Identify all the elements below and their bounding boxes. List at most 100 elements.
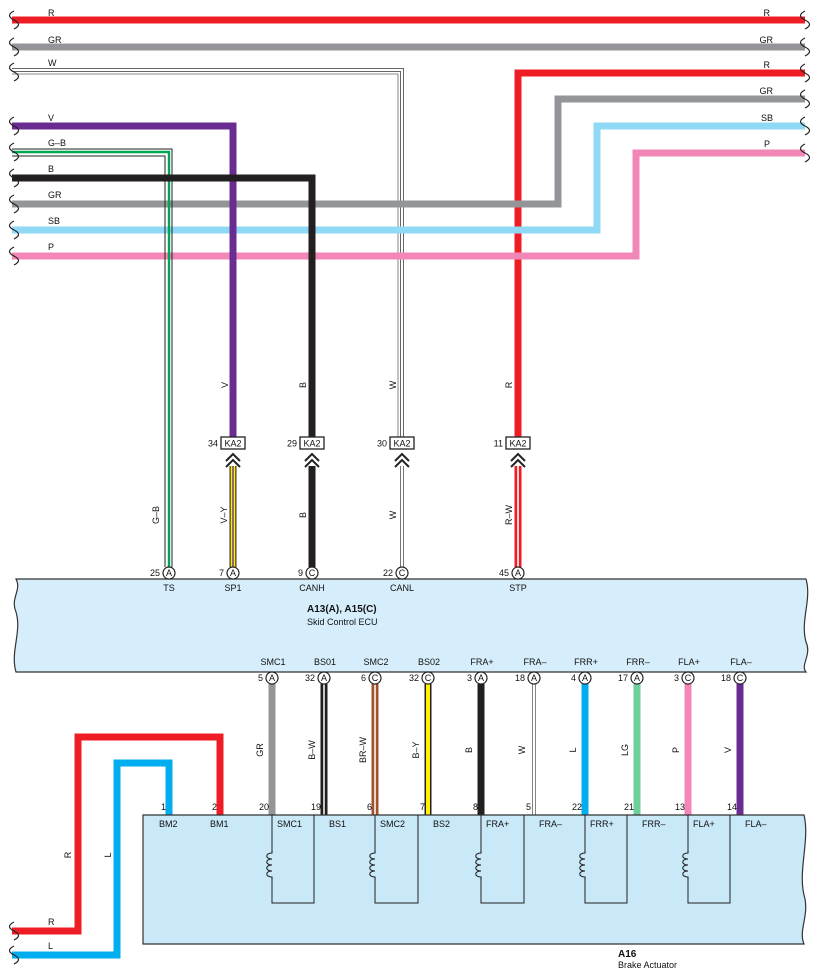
harness-wire-code: L — [568, 747, 578, 752]
ecu-top-pin-letter: A — [515, 568, 521, 578]
skid-control-ecu — [13, 578, 809, 673]
chevron — [304, 452, 320, 462]
actuator-pin-label: FLA– — [745, 819, 767, 829]
ecu-bottom-pin-letter: C — [425, 673, 432, 683]
wire-r-bm1 — [12, 733, 224, 935]
actuator-pin-label: BS2 — [433, 819, 450, 829]
wire-code: L — [48, 941, 53, 951]
ecu-bottom-pin-number: 32 — [409, 673, 419, 683]
ka2-pin-number: 30 — [377, 439, 387, 449]
break-mark — [8, 168, 20, 188]
ecu-bottom-pin-label: SMC2 — [363, 657, 388, 667]
ecu-bottom-pin-number: 18 — [515, 673, 525, 683]
ka2-connector-name: KA2 — [224, 439, 241, 449]
ecu-bottom-pin-letter: C — [685, 673, 692, 683]
wire-r-stp — [514, 69, 805, 437]
wire-code-vertical: R — [63, 851, 73, 858]
actuator-pin-number: 14 — [727, 802, 737, 812]
break-mark — [8, 246, 20, 266]
ecu-bottom-pin-label: FRA– — [523, 657, 546, 667]
ecu-top-pin-label: CANH — [299, 583, 325, 593]
ka2-connector — [299, 436, 325, 450]
ka2-connector-name: KA2 — [303, 439, 320, 449]
break-mark — [8, 10, 20, 30]
ecu-bottom-pin-number: 18 — [721, 673, 731, 683]
wire-code-vertical: B — [298, 382, 308, 388]
ecu-top-pin-number: 7 — [219, 568, 224, 578]
ecu-bottom-pin-letter: A — [478, 673, 484, 683]
chevron — [510, 458, 526, 468]
ecu-top-pin-letter: A — [166, 568, 172, 578]
wire-code: B — [48, 164, 54, 174]
ecu-top-pin-label: SP1 — [224, 583, 241, 593]
harness-wire-code: P — [671, 747, 681, 753]
ka2-connector-name: KA2 — [509, 439, 526, 449]
ka2-connector-name: KA2 — [393, 439, 410, 449]
break-mark — [799, 89, 811, 109]
actuator-title: A16 — [618, 949, 637, 960]
wire-l-bm2 — [12, 759, 173, 959]
wire-code-vertical: W — [388, 380, 398, 389]
ecu-top-pin-number: 9 — [298, 568, 303, 578]
component-layer — [13, 578, 809, 945]
ecu-bottom-pin-number: 32 — [305, 673, 315, 683]
actuator-power-pin-label: BM1 — [210, 819, 229, 829]
wire-v-sp1 — [12, 122, 237, 437]
actuator-pin-label: FRA+ — [486, 819, 509, 829]
ecu-top-pin-letter: C — [399, 568, 406, 578]
ecu-top-pin-label: CANL — [390, 583, 414, 593]
ecu-bottom-pin-circle — [474, 671, 488, 685]
actuator-pin-number: 13 — [675, 802, 685, 812]
chevron — [394, 452, 410, 462]
solenoid-lead — [271, 815, 315, 904]
wire-code-right: GR — [760, 35, 774, 45]
chevron — [510, 452, 526, 462]
harness-wire-code: GR — [255, 743, 265, 757]
ka2-connector — [505, 436, 531, 450]
chevron — [394, 458, 410, 468]
ecu-top-pin-circle — [511, 566, 525, 580]
ecu-bottom-pin-letter: A — [582, 673, 588, 683]
break-mark — [8, 62, 20, 82]
ecu-bottom-pin-number: 17 — [618, 673, 628, 683]
wire-w-inner — [12, 73, 399, 437]
solenoid-lead — [480, 815, 525, 904]
wire-code-vertical: W — [388, 510, 398, 519]
ecu-bottom-pin-letter: C — [737, 673, 744, 683]
ecu-bottom-pin-circle — [733, 671, 747, 685]
wire-code: GR — [48, 190, 62, 200]
ecu-top-pin-circle — [162, 566, 176, 580]
wire-gb-edge — [12, 148, 173, 567]
ecu-subtitle: Skid Control ECU — [307, 617, 378, 627]
wire-p-loop — [12, 149, 805, 260]
ecu-bottom-pin-circle — [681, 671, 695, 685]
ecu-top-pin-circle — [395, 566, 409, 580]
wire-code-right: SB — [761, 113, 773, 123]
chevron — [304, 458, 320, 468]
break-mark — [8, 194, 20, 214]
ecu-bottom-pin-letter: A — [634, 673, 640, 683]
ka2-pin-number: 34 — [208, 439, 218, 449]
wire-code: G–B — [48, 138, 66, 148]
ecu-bottom-pin-circle — [368, 671, 382, 685]
wire-code: SB — [48, 216, 60, 226]
wire-code: R — [48, 917, 55, 927]
ka2-connector — [220, 436, 246, 450]
ka2-pin-number: 29 — [287, 439, 297, 449]
harness-wire-code: W — [517, 745, 527, 754]
actuator-pin-number: 22 — [572, 802, 582, 812]
ecu-bottom-pin-label: FLA– — [730, 657, 752, 667]
ecu-bottom-pin-label: FRR+ — [574, 657, 598, 667]
break-mark — [8, 921, 20, 941]
wire-code-vertical: R — [504, 381, 514, 388]
wire-code-right: R — [764, 8, 771, 18]
actuator-pin-number: 5 — [526, 802, 531, 812]
ecu-bottom-pin-label: BS01 — [314, 657, 336, 667]
break-mark — [799, 63, 811, 83]
actuator-pin-label: SMC2 — [380, 819, 405, 829]
solenoid-coil-icon — [579, 850, 586, 880]
harness-wire-code: B–Y — [411, 741, 421, 758]
wire-layer — [12, 16, 805, 959]
wire-code-vertical: L — [103, 852, 113, 857]
break-mark — [799, 143, 811, 163]
